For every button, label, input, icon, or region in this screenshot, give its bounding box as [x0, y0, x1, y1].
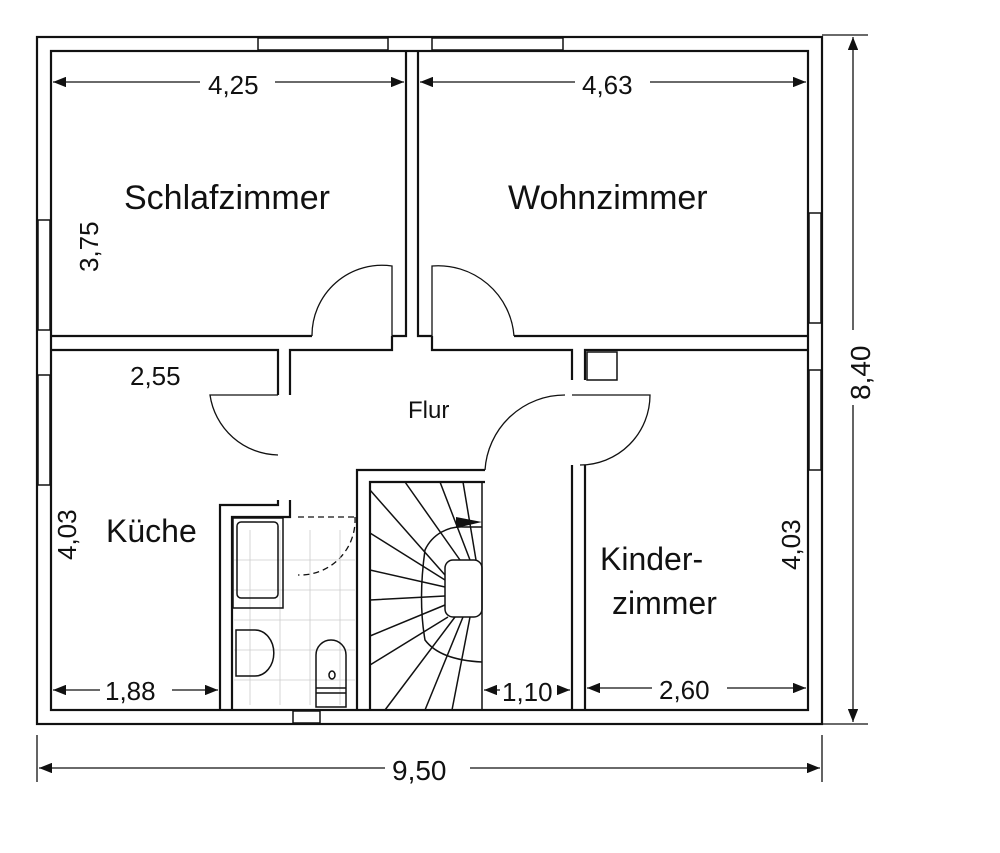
doors: [209, 264, 651, 576]
stair-direction-arrow-icon: [456, 517, 482, 528]
shaft: [586, 351, 618, 381]
toilet: [315, 639, 347, 708]
wall-kinderzimmer: [570, 465, 587, 710]
label-flur: Flur: [408, 397, 449, 424]
toilet-tank: [316, 687, 346, 694]
dim-total-width: 9,50: [392, 755, 447, 786]
door-bathroom[interactable]: [297, 516, 356, 576]
window: [431, 37, 564, 51]
outer-wall-outline: [35, 35, 824, 726]
wall-wohnzimmer: [416, 51, 808, 338]
stair-walkline: [420, 526, 483, 663]
door-stairs[interactable]: [484, 394, 566, 471]
dim-flur-bottom: 1,10: [502, 677, 553, 707]
door-schlafzimmer[interactable]: [311, 264, 393, 337]
dim-schlaf-height: 3,75: [74, 221, 104, 272]
dim-schlaf-width: 4,25: [208, 70, 259, 100]
dim-wohn-width: 4,63: [582, 70, 633, 100]
dim-kinder-height: 4,03: [776, 519, 806, 570]
label-kinderzimmer-1: Kinder-: [600, 541, 703, 577]
label-kueche: Küche: [106, 513, 197, 549]
window: [808, 369, 822, 471]
dim-kueche-bottom: 1,88: [105, 676, 156, 706]
door-wohnzimmer[interactable]: [431, 265, 515, 337]
window: [37, 374, 51, 486]
dim-total-height: 8,40: [845, 346, 876, 401]
dim-kueche-height: 4,03: [52, 509, 82, 560]
dim-kueche-top: 2,55: [130, 361, 181, 391]
bathtub: [232, 517, 284, 609]
staircase: [369, 481, 483, 711]
toilet-button: [328, 670, 336, 680]
stair-newel: [444, 559, 483, 618]
window: [37, 219, 51, 331]
sink: [235, 629, 275, 677]
label-schlafzimmer: Schlafzimmer: [124, 179, 330, 217]
wall-corridor-top: [51, 336, 808, 395]
window: [808, 212, 822, 324]
label-kinderzimmer-2: zimmer: [612, 585, 717, 621]
wall-stairs: [355, 468, 485, 710]
windows: [37, 37, 822, 724]
outer-wall-inner: [49, 49, 810, 712]
stair-steps: [369, 481, 477, 711]
bathroom-tiles: [234, 530, 355, 705]
wall-schlafzimmer: [51, 51, 408, 338]
walls: [35, 35, 824, 726]
window: [257, 37, 389, 51]
room-labels: Schlafzimmer Wohnzimmer Flur Küche Kinde…: [106, 179, 717, 621]
door-kueche[interactable]: [209, 394, 279, 456]
wall-bathroom: [218, 500, 292, 710]
door-kinderzimmer[interactable]: [572, 394, 651, 466]
dim-kinder-bottom: 2,60: [659, 675, 710, 705]
bathroom: [232, 517, 355, 708]
label-wohnzimmer: Wohnzimmer: [508, 179, 708, 217]
bathtub-inner: [236, 521, 279, 599]
window: [292, 710, 321, 724]
dimensions: 4,25 4,63 3,75 2,55 4,03 1,88 1,10 2,60 …: [37, 35, 876, 786]
